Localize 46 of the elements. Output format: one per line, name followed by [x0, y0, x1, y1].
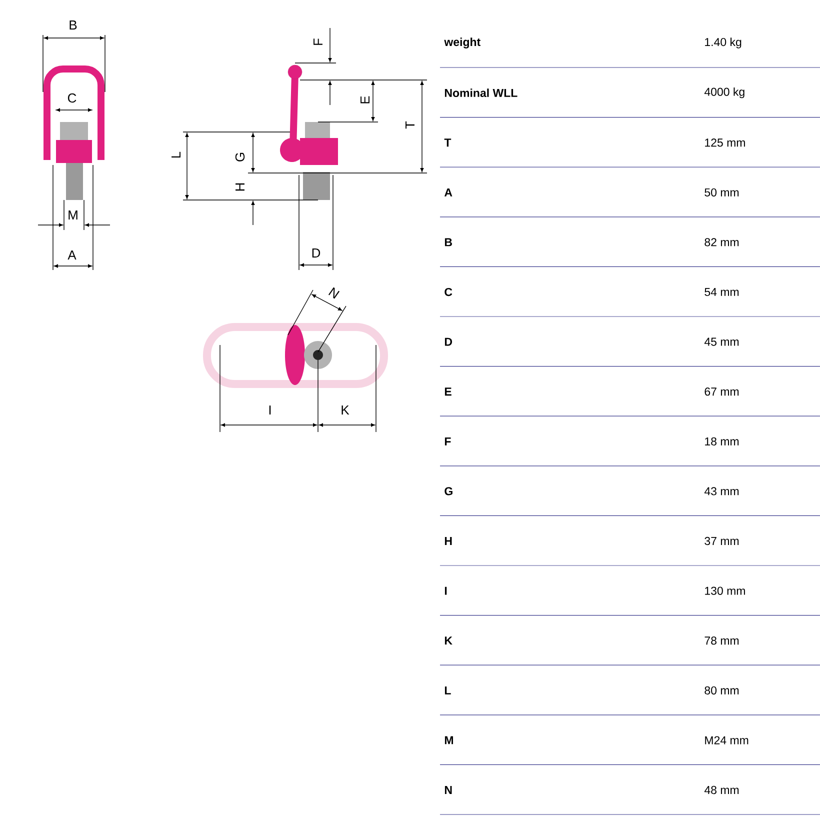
- table-cell: 80 mm: [704, 686, 739, 694]
- table-cell: 43 mm: [704, 487, 739, 496]
- dimension-label: H: [236, 183, 244, 191]
- table-cell: 37 mm: [704, 536, 739, 546]
- table-cell: 130 mm: [705, 586, 745, 595]
- table-cell: 48 mm: [704, 786, 739, 794]
- table-cell: 82 mm: [704, 238, 739, 246]
- dimension-label: E: [360, 96, 370, 104]
- table-cell: N: [444, 786, 452, 794]
- table-cell: A: [444, 188, 452, 196]
- table-cell: H: [444, 537, 452, 545]
- dimension-label: A: [68, 250, 76, 260]
- dimension-label: M: [68, 210, 78, 220]
- dimension-label: L: [172, 152, 180, 158]
- table-cell: Nominal WLL: [444, 88, 518, 98]
- dimension-label: C: [68, 93, 76, 103]
- table-cell: 4000 kg: [704, 87, 744, 98]
- dimension-label: I: [269, 406, 271, 414]
- table-cell: B: [444, 238, 452, 246]
- dimension-label: G: [235, 152, 245, 162]
- table-cell: 50 mm: [704, 188, 739, 196]
- table-cell: weight: [444, 38, 480, 48]
- table-cell: D: [444, 338, 452, 346]
- table-cell: 78 mm: [704, 636, 739, 645]
- dimension-label: B: [70, 20, 77, 30]
- dimension-label: F: [314, 38, 322, 45]
- table-cell: 45 mm: [704, 338, 739, 346]
- table-cell: T: [444, 138, 452, 147]
- table-cell: 54 mm: [704, 288, 739, 296]
- table-cell: M: [444, 736, 453, 744]
- table-cell: K: [444, 636, 452, 645]
- table-cell: 67 mm: [704, 388, 739, 396]
- table-cell: L: [444, 686, 451, 694]
- table-cell: 1.40 kg: [705, 38, 742, 48]
- dimension-label: D: [312, 248, 320, 258]
- table-cell: 18 mm: [705, 437, 739, 446]
- dimension-label: K: [342, 406, 350, 414]
- table-cell: M24 mm: [705, 736, 748, 744]
- table-cell: G: [444, 487, 452, 496]
- table-cell: F: [444, 437, 451, 446]
- table-cell: 125 mm: [705, 138, 745, 147]
- table-cell: I: [444, 586, 447, 595]
- table-cell: E: [444, 388, 452, 396]
- dimension-label: T: [406, 121, 414, 129]
- dimension-label: N: [328, 287, 340, 299]
- table-cell: C: [444, 288, 452, 296]
